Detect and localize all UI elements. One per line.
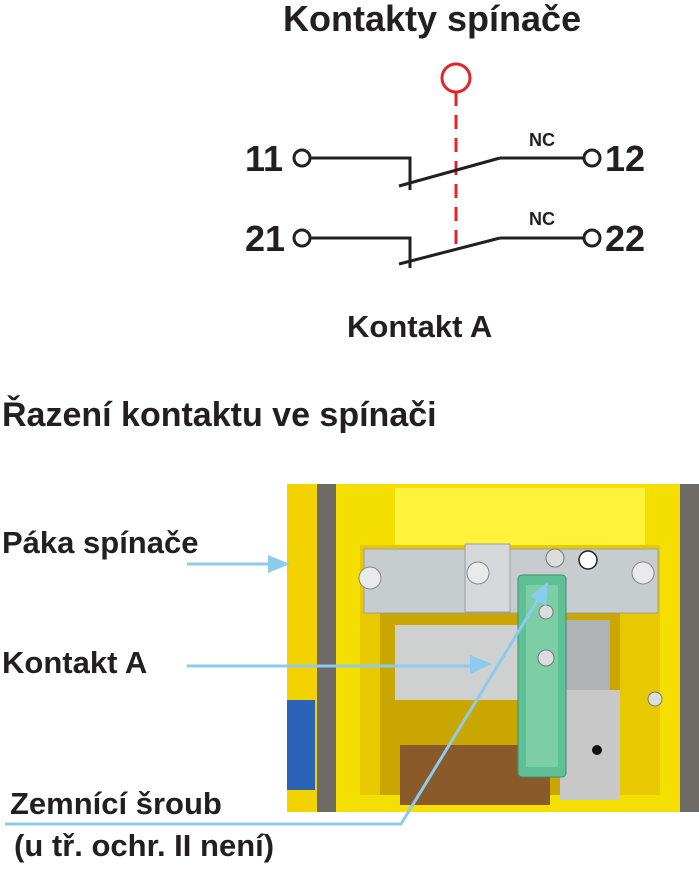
actuator-circle (440, 62, 472, 94)
contact-21-22 (292, 228, 602, 268)
nc-label-1: NC (529, 130, 555, 150)
contact-label: Kontakt A (347, 309, 493, 344)
callout-paka-label: Páka spínače (2, 525, 199, 560)
terminal-12: 12 (605, 138, 645, 179)
diagram-title: Kontakty spínače (283, 0, 582, 39)
nc-label-2: NC (529, 209, 555, 229)
callout-kontakt-arrow (187, 655, 492, 674)
callout-zemnici-sublabel: (u tř. ochr. II není) (14, 828, 275, 863)
terminal-11: 11 (245, 138, 283, 179)
terminal-22: 22 (605, 218, 645, 259)
contact-11-12 (292, 148, 602, 190)
switch-photo (287, 484, 699, 812)
callout-kontakt-label: Kontakt A (2, 645, 148, 680)
callout-zemnici-arrow (5, 582, 548, 826)
callout-zemnici-label: Zemnící šroub (10, 786, 222, 821)
section-title: Řazení kontaktu ve spínači (2, 396, 437, 434)
callout-paka-arrow (187, 555, 290, 573)
terminal-21: 21 (245, 218, 285, 259)
